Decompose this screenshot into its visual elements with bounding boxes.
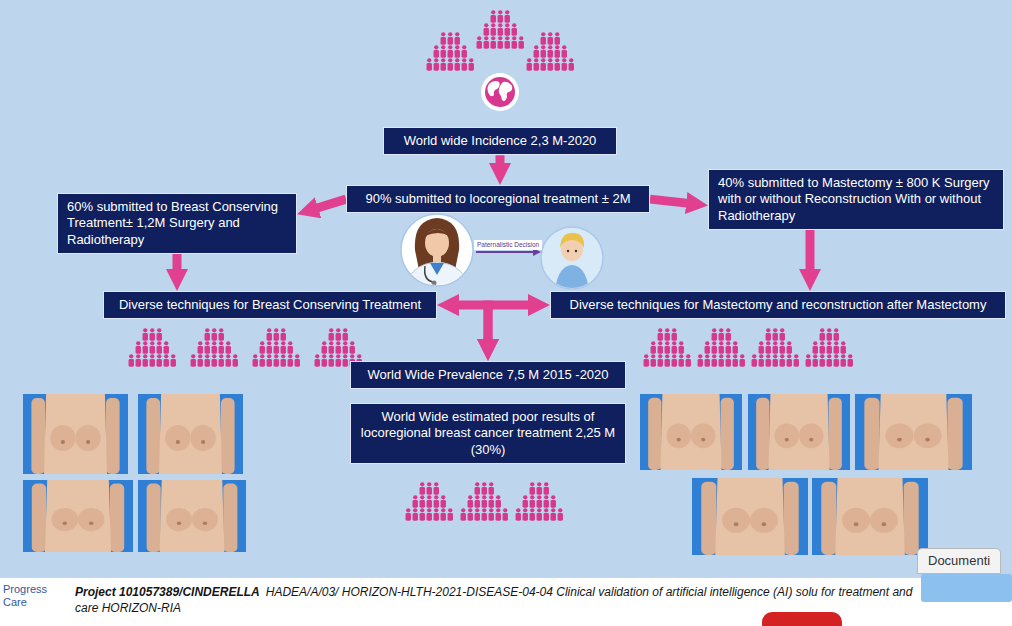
result-box: World Wide estimated poor results of loc… [350, 403, 626, 464]
mastectomy-box: 40% submitted to Mastectomy ± 800 K Surg… [708, 169, 1004, 230]
photos-mastectomy [640, 394, 972, 555]
flow-arrow [309, 199, 347, 211]
decision-label: Paternalistic Decision [474, 240, 542, 250]
box-text: 90% submitted to locoregional treatment … [356, 191, 640, 207]
box-text: Diverse techniques for Breast Conserving… [113, 297, 427, 313]
flow-arrow [806, 230, 815, 279]
photos-conserving [23, 394, 246, 552]
flow-arrow [650, 199, 696, 204]
box-text: 40% submitted to Mastectomy ± 800 K Surg… [718, 175, 994, 224]
incidence-box: World wide Incidence 2,3 M-2020 [383, 127, 617, 155]
box-text: World Wide Prevalence 7,5 M 2015 -2020 [360, 367, 616, 383]
prevalence-box: World Wide Prevalence 7,5 M 2015 -2020 [350, 361, 626, 389]
treatment-box: 90% submitted to locoregional treatment … [346, 185, 650, 213]
technique-box: Diverse techniques for Breast Conserving… [103, 291, 437, 319]
footer-text: Project 101057389/CINDERELLAHADEA/A/03/ … [75, 584, 913, 616]
doctor-figure [401, 214, 473, 290]
box-text: World Wide estimated poor results of loc… [360, 409, 616, 458]
box-text: 60% submitted to Breast Conserving Treat… [67, 199, 287, 248]
patient-figure [541, 227, 603, 290]
box-text: Diverse techniques for Mastectomy and re… [560, 297, 996, 313]
flow-arrow [173, 254, 182, 279]
conserving-box: 60% submitted to Breast Conserving Treat… [57, 193, 297, 254]
flow-arrow [488, 305, 538, 349]
footer-band [0, 574, 1012, 626]
people-icons [129, 10, 853, 521]
logo-text: Progress Care [3, 583, 63, 608]
globe-icon [481, 73, 519, 111]
box-text: World wide Incidence 2,3 M-2020 [393, 133, 607, 149]
flow-arrow [449, 305, 488, 349]
documents-tab: Documenti [917, 548, 1001, 574]
project-id: Project 101057389/CINDERELLA [75, 585, 260, 599]
flow-arrow [496, 155, 505, 173]
technique-box: Diverse techniques for Mastectomy and re… [550, 291, 1006, 319]
